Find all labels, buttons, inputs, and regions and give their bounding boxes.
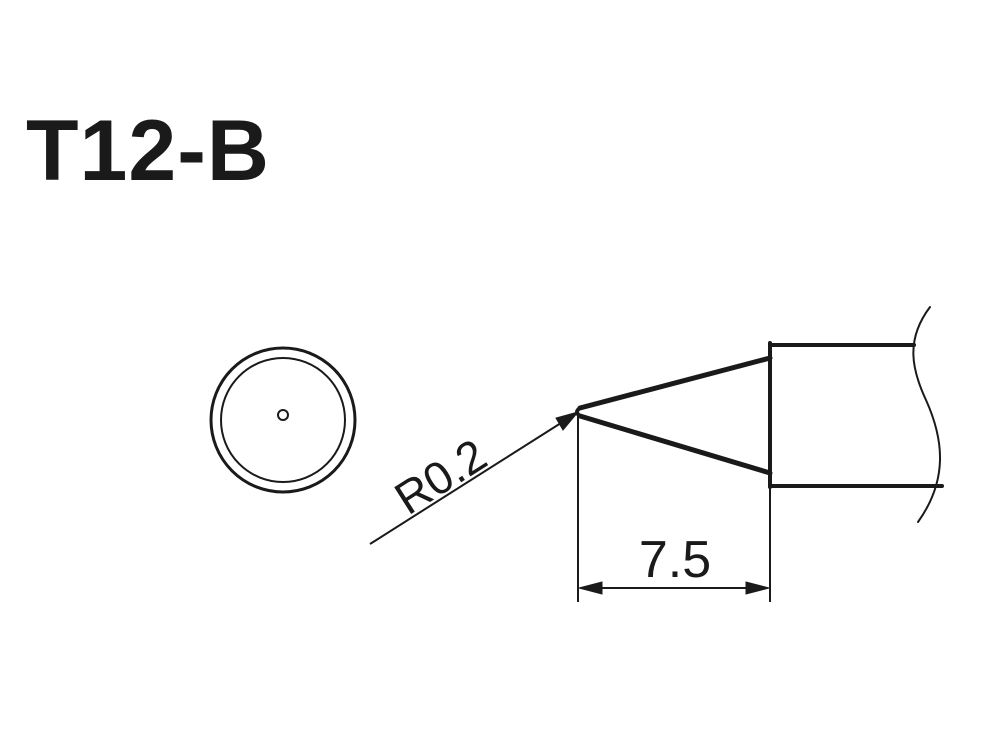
radius-callout <box>369 411 580 545</box>
front-view-outer-circle <box>209 346 357 494</box>
front-view-inner-circle <box>220 357 346 483</box>
dimension-arrow-left <box>577 581 603 595</box>
shaft-break-line <box>912 306 941 523</box>
radius-label: R0.2 <box>385 428 495 524</box>
model-title: T12-B <box>26 103 270 199</box>
dimension-arrow-right <box>745 581 771 595</box>
cone-lower-edge <box>577 413 773 476</box>
side-view <box>575 306 944 523</box>
length-label: 7.5 <box>639 531 711 589</box>
front-view <box>209 346 357 494</box>
length-dimension <box>577 416 771 602</box>
radius-leader-line <box>369 415 573 545</box>
front-view-tip-point <box>277 409 289 421</box>
cone-upper-edge <box>577 355 773 411</box>
radius-arrowhead <box>555 411 580 431</box>
